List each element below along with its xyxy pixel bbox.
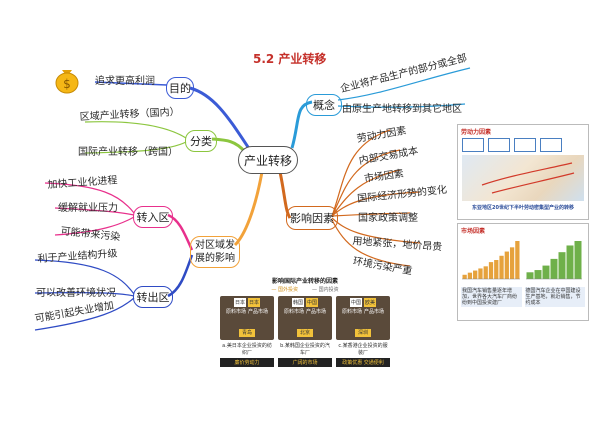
node-category: 分类 (185, 130, 217, 152)
city-box: 深圳 (354, 329, 371, 337)
concept-item: 由原生产地转移到其它地区 (342, 104, 462, 115)
market-label: 原料市场 (341, 309, 362, 315)
sales-bar (550, 258, 558, 279)
note-right: 德国汽车企业在中国建设生产基地，就近销售，节约成本 (524, 287, 585, 307)
node-factors: 影响因素 (286, 206, 338, 230)
transfer-factors-figure: 影响国际产业转移的因素 — 国外投资 — 国内投资 日本 日本 原料市场 产品市… (220, 276, 390, 386)
figure-desc: a.美日本企业投资的纺织厂 (222, 343, 272, 356)
figure-desc: b.某韩国企业投资的汽车厂 (280, 343, 330, 356)
page-title: 5.2 产业转移 (253, 52, 327, 66)
country-box: 中国 (349, 298, 362, 307)
sales-bar (534, 270, 542, 279)
market-label: 产品市场 (364, 309, 385, 315)
purpose-item: 追求更高利润 (95, 76, 155, 87)
sales-bar (483, 266, 488, 279)
money-bag-icon: $ (52, 64, 82, 94)
sales-bar-charts (462, 241, 582, 280)
market-label: 原料市场 (283, 309, 304, 315)
legend-foreign: — 国外投资 (271, 287, 298, 293)
move-out-item: 可以改善环境状况 (36, 288, 116, 299)
figure-title: 影响国际产业转移的因素 (271, 278, 338, 285)
sales-bar (574, 241, 582, 279)
sales-bar (473, 270, 478, 279)
factor-item: 国家政策调整 (358, 213, 418, 224)
country-box: 韩国 (291, 298, 304, 307)
east-asia-map (462, 155, 584, 201)
panel-header: 劳动力因素 (461, 129, 492, 136)
sales-bar (509, 247, 515, 279)
sales-bar (566, 245, 574, 279)
panel-header: 市场因素 (461, 228, 486, 235)
market-label: 产品市场 (248, 309, 269, 315)
sales-bar (478, 268, 483, 279)
move-in-item: 缓解就业压力 (58, 203, 118, 214)
node-move-in: 转入区 (133, 206, 173, 228)
market-factor-panel: 市场因素 我国汽车销售量逐年增加，世界各大汽车厂商纷纷到中国投资建厂 德国汽车企… (457, 223, 589, 321)
figure-tag: 廉价劳动力 (220, 358, 274, 367)
sales-bar (499, 255, 504, 279)
figure-column: 韩国 中国 原料市场 产品市场 北京 b.某韩国企业投资的汽车厂 广阔的市场 (278, 296, 332, 367)
figure-tag: 广阔的市场 (278, 358, 332, 367)
flow-diagram (462, 138, 584, 152)
labour-factor-panel: 劳动力因素 东亚地区20世纪下半叶劳动密集型产业的转移 (457, 124, 589, 220)
country-box: 日本 (248, 298, 261, 307)
figure-tag: 政策优惠 交通便利 (336, 358, 390, 367)
node-concept: 概念 (306, 94, 342, 116)
country-box: 中国 (306, 298, 319, 307)
sales-bar (504, 251, 509, 279)
country-box: 欧美 (364, 298, 377, 307)
sales-bar (488, 262, 494, 279)
sales-bar (494, 260, 499, 279)
node-purpose: 目的 (166, 77, 194, 99)
sales-bar (515, 241, 520, 279)
figure-desc: c.某香港企业投资的服装厂 (338, 343, 388, 356)
country-box: 日本 (233, 298, 246, 307)
panel-caption: 东亚地区20世纪下半叶劳动密集型产业的转移 (472, 205, 574, 211)
center-node: 产业转移 (238, 146, 298, 174)
sales-bar (467, 272, 473, 279)
market-label: 产品市场 (306, 309, 327, 315)
node-impact: 对区域发展的影响 (190, 236, 240, 268)
city-box: 北京 (296, 329, 313, 337)
market-label: 原料市场 (225, 309, 246, 315)
city-box: 青岛 (238, 329, 255, 337)
figure-column: 中国 欧美 原料市场 产品市场 深圳 c.某香港企业投资的服装厂 政策优惠 交通… (336, 296, 390, 367)
svg-text:$: $ (63, 77, 71, 91)
note-left: 我国汽车销售量逐年增加，世界各大汽车厂商纷纷到中国投资建厂 (461, 287, 522, 307)
figure-column: 日本 日本 原料市场 产品市场 青岛 a.美日本企业投资的纺织厂 廉价劳动力 (220, 296, 274, 367)
category-item: 国际产业转移（跨国） (78, 147, 178, 158)
node-move-out: 转出区 (133, 286, 173, 308)
sales-bar (462, 274, 467, 279)
legend-domestic: — 国内投资 (312, 287, 339, 293)
sales-bar (542, 265, 550, 279)
sales-bar (558, 252, 566, 279)
sales-bar (526, 272, 534, 279)
